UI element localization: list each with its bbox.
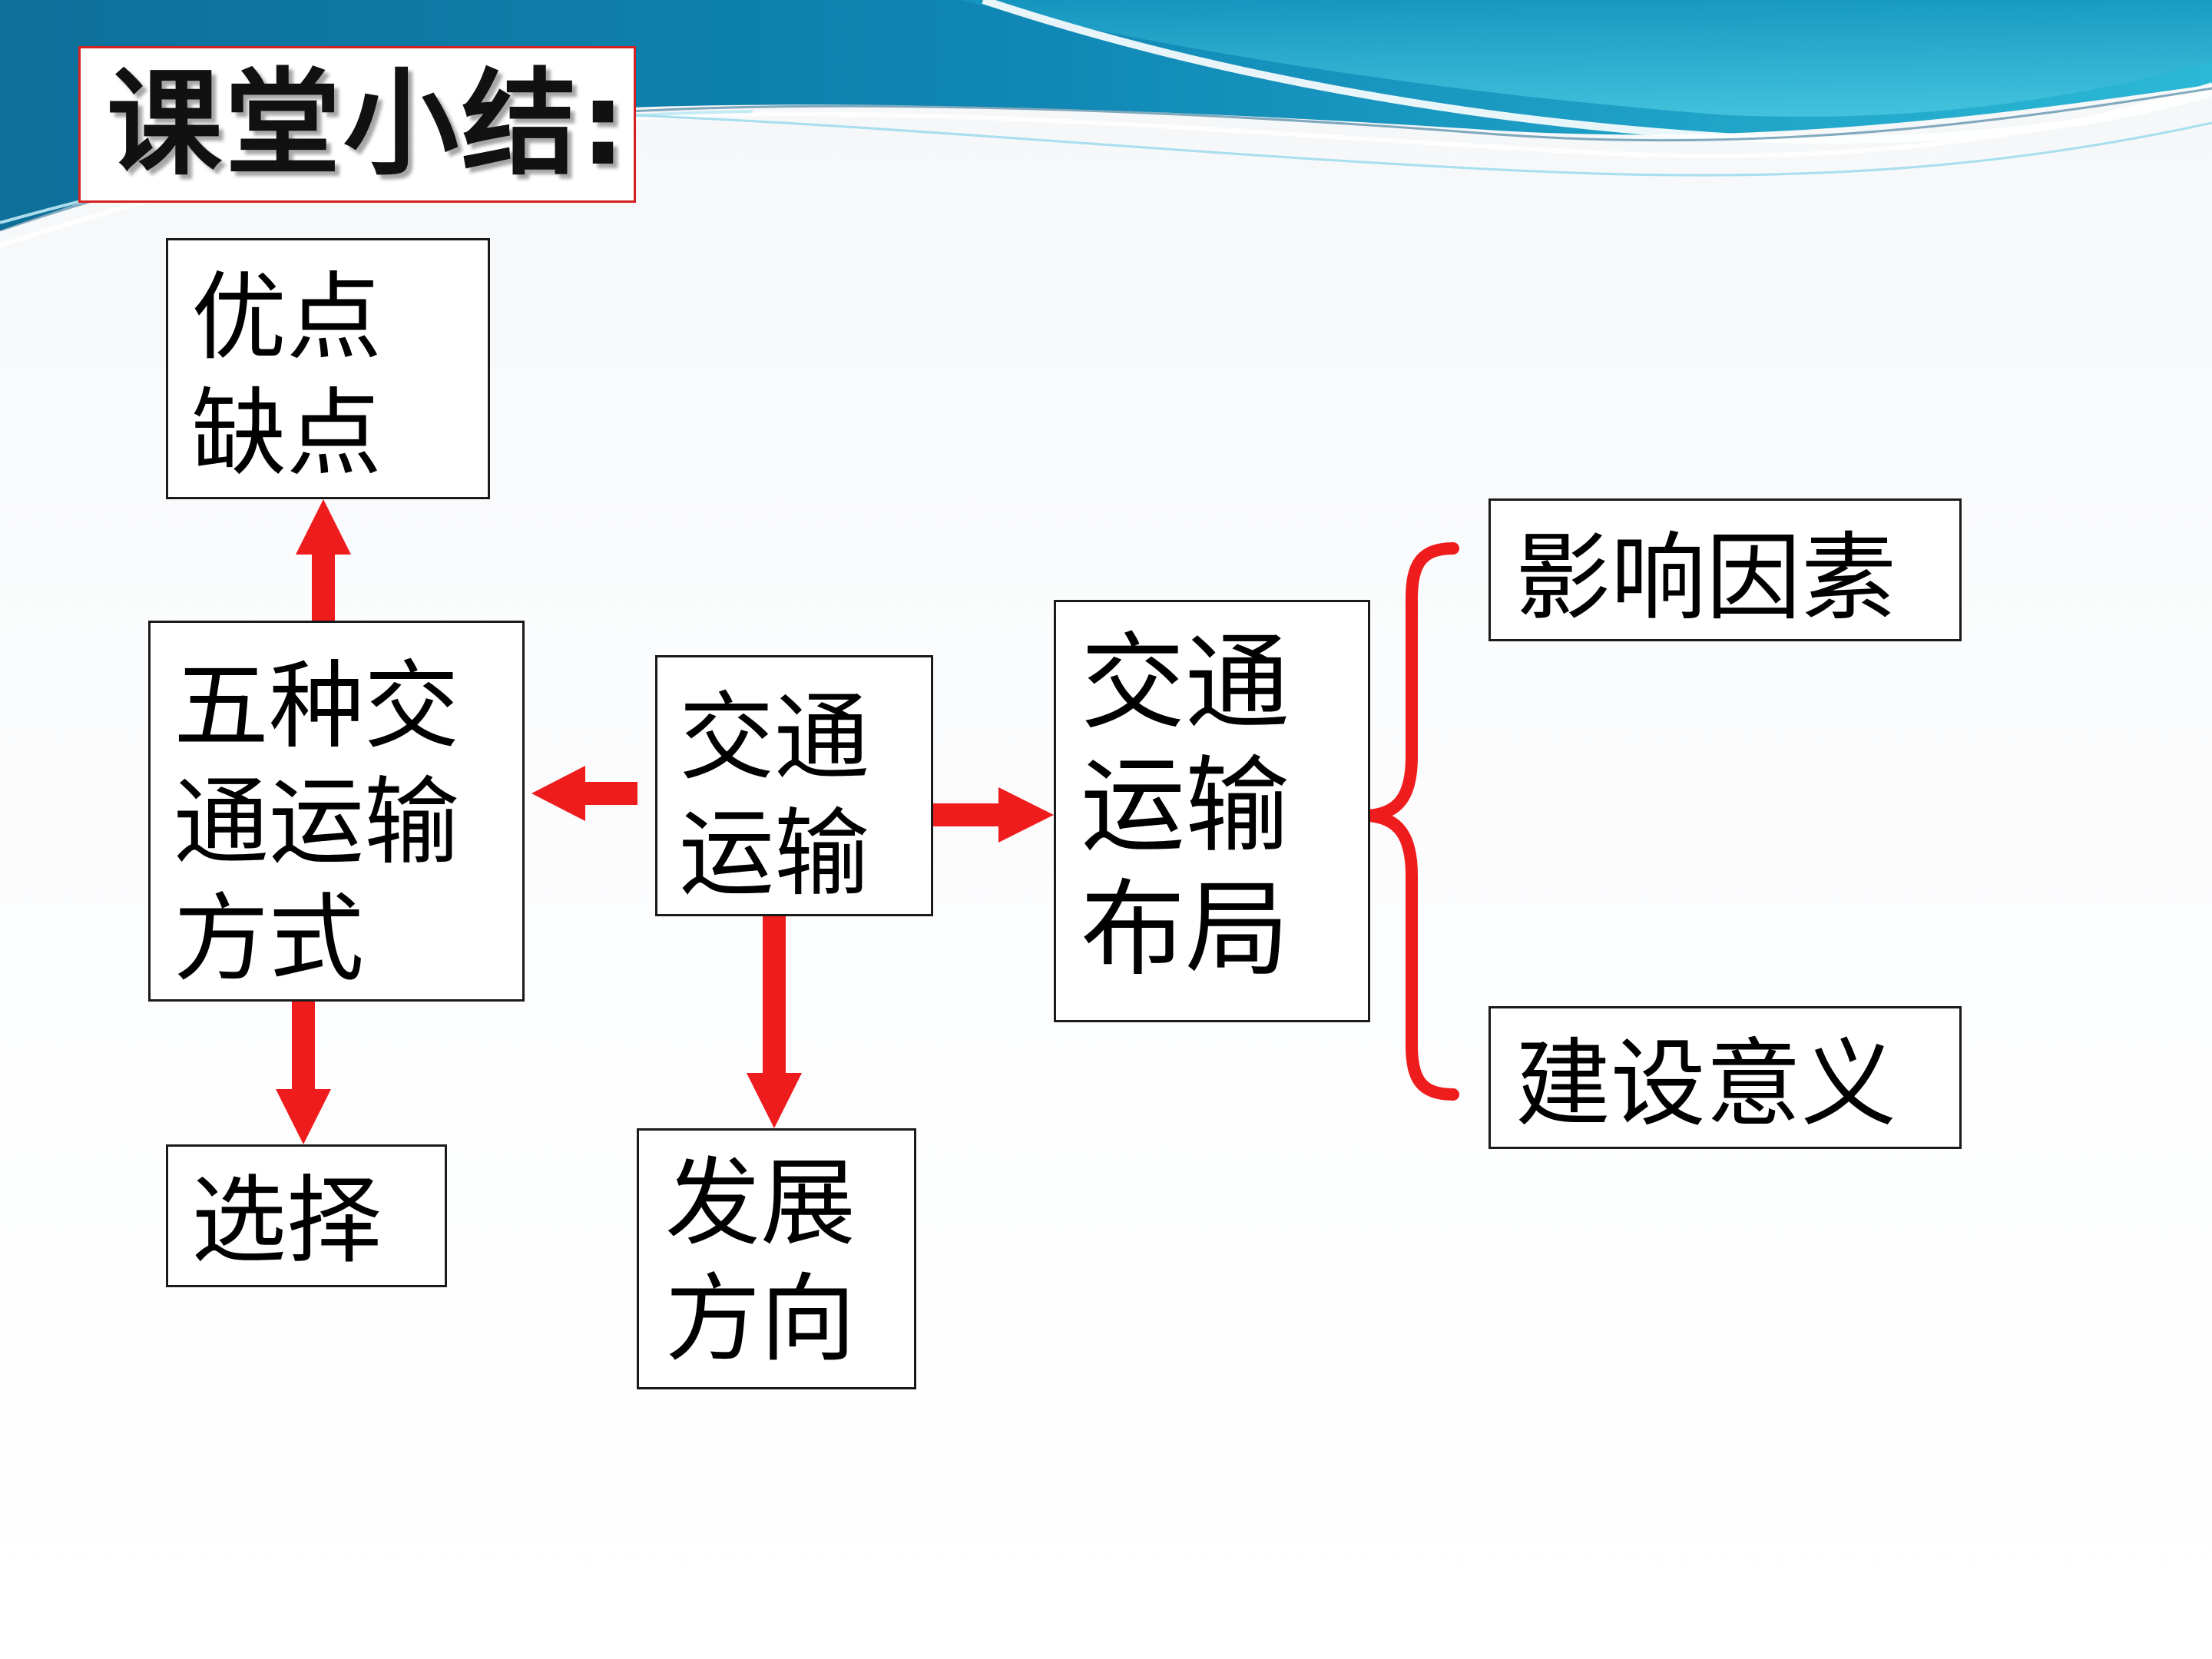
arrow-center-to-future <box>747 916 802 1128</box>
node-center-line2: 运输 <box>679 799 870 910</box>
arrow-modes-to-merits <box>296 499 351 622</box>
node-modes-line1: 五种交 <box>174 651 460 762</box>
node-merits-line1: 优点 <box>191 263 382 373</box>
node-future-line2: 方向 <box>665 1264 856 1376</box>
banner-wave-white-4 <box>629 114 2212 177</box>
node-layout-line1: 交通 <box>1081 623 1290 744</box>
node-meaning-line1: 建设意义 <box>1515 1029 1897 1140</box>
node-choice: 选择 <box>166 1144 447 1287</box>
node-factors-line1: 影响因素 <box>1515 523 1897 634</box>
node-influencing-factors: 影响因素 <box>1488 498 1962 641</box>
curly-brace <box>1361 542 1459 1101</box>
node-modes-line3: 方式 <box>174 883 365 995</box>
arrow-center-to-modes <box>531 766 637 821</box>
node-choice-line1: 选择 <box>191 1166 382 1277</box>
node-development-direction: 发展 方向 <box>637 1128 916 1389</box>
node-transportation-center: 交通 运输 <box>655 655 933 916</box>
node-layout-line2: 运输 <box>1081 746 1290 868</box>
arrow-modes-to-choice <box>276 1002 331 1144</box>
node-transport-layout: 交通 运输 布局 <box>1054 600 1370 1022</box>
node-center-line1: 交通 <box>679 683 870 793</box>
arrow-center-to-layout <box>933 787 1054 843</box>
node-five-transport-modes: 五种交 通运输 方式 <box>148 621 525 1002</box>
node-modes-line2: 通运输 <box>174 767 460 879</box>
node-layout-line3: 布局 <box>1081 869 1290 991</box>
node-merits-drawbacks: 优点 缺点 <box>166 238 490 499</box>
banner-wave-light <box>960 0 2212 117</box>
node-construction-significance: 建设意义 <box>1488 1006 1962 1149</box>
node-future-line1: 发展 <box>665 1148 856 1259</box>
title-box: 课堂小结: <box>78 46 636 203</box>
page-title: 课堂小结: <box>107 58 629 191</box>
node-merits-line2: 缺点 <box>191 379 382 490</box>
